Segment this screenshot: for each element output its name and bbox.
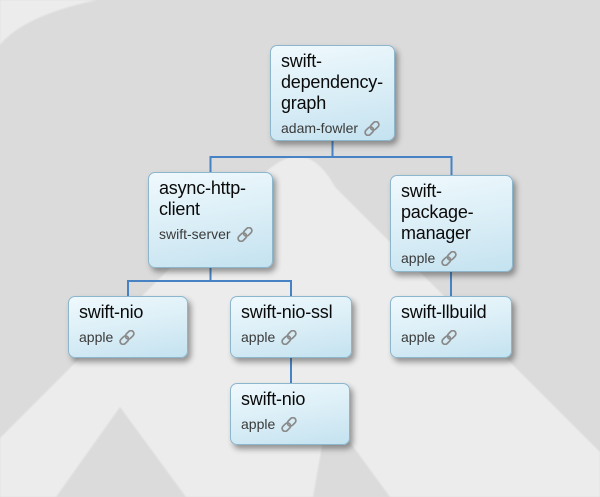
background-corner-swoosh: [0, 0, 97, 45]
owner-name: adam-fowler: [281, 120, 359, 136]
node-swift-nio-ssl[interactable]: swift-nio-ssl apple: [230, 296, 352, 358]
package-name: async-http- client: [159, 178, 246, 219]
owner-name: apple: [241, 329, 276, 345]
node-swift-llbuild[interactable]: swift-llbuild apple: [390, 296, 512, 358]
owner-name: apple: [241, 416, 276, 432]
package-name: swift- dependency- graph: [281, 51, 383, 113]
link-icon[interactable]: [280, 329, 298, 345]
node-swift-nio[interactable]: swift-nio apple: [68, 296, 188, 358]
link-icon[interactable]: [118, 329, 136, 345]
package-owner-row: swift-server: [159, 226, 262, 242]
link-icon[interactable]: [363, 120, 381, 136]
package-name: swift-nio: [79, 302, 144, 322]
owner-name: apple: [401, 329, 436, 345]
link-icon[interactable]: [280, 416, 298, 432]
link-icon[interactable]: [440, 329, 458, 345]
package-name: swift- package- manager: [401, 181, 474, 243]
package-name: swift-nio-ssl: [241, 302, 333, 322]
link-icon[interactable]: [440, 250, 458, 266]
package-owner-row: adam-fowler: [281, 120, 384, 136]
edge-async-children: [127, 268, 292, 296]
owner-name: swift-server: [159, 226, 231, 242]
node-async-http-client[interactable]: async-http- client swift-server: [148, 172, 273, 268]
package-owner-row: apple: [401, 250, 502, 266]
package-name: swift-nio: [241, 389, 306, 409]
package-name: swift-llbuild: [401, 302, 487, 322]
edge-depgraph-children: [209, 141, 453, 175]
node-swift-nio-2[interactable]: swift-nio apple: [230, 383, 350, 445]
node-swift-package-manager[interactable]: swift- package- manager apple: [390, 175, 513, 272]
package-owner-row: apple: [241, 329, 341, 345]
owner-name: apple: [401, 250, 436, 266]
package-owner-row: apple: [79, 329, 177, 345]
owner-name: apple: [79, 329, 114, 345]
link-icon[interactable]: [236, 226, 254, 242]
package-owner-row: apple: [241, 416, 339, 432]
package-owner-row: apple: [401, 329, 501, 345]
node-swift-dependency-graph[interactable]: swift- dependency- graph adam-fowler: [270, 45, 395, 141]
